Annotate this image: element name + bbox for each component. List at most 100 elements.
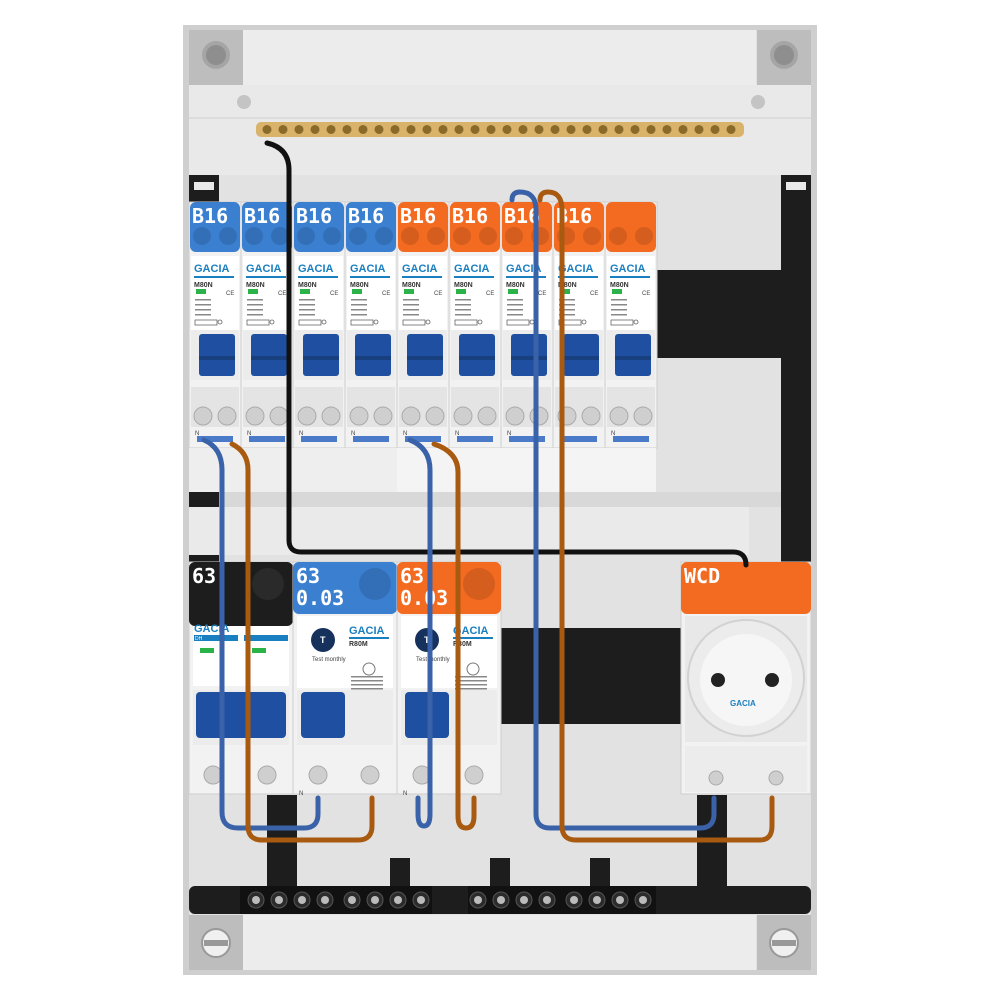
toggle-handle[interactable] [355, 334, 391, 376]
busbar-screw [326, 125, 336, 134]
brand-underline [298, 276, 338, 278]
mcb-rating-label: B16 [348, 204, 384, 228]
spec-line [507, 304, 523, 306]
status-indicator [300, 289, 310, 294]
terminal-screw [768, 770, 784, 786]
mcb-cap [346, 202, 396, 252]
socket-inner [700, 634, 792, 726]
cap-screw-recess [583, 227, 601, 245]
cap-screw-recess [359, 568, 391, 600]
spec-line [299, 304, 315, 306]
brand-underline [506, 276, 546, 278]
spec-line [247, 304, 263, 306]
neutral-bar-screw-head [520, 896, 528, 904]
ce-mark: CE [538, 291, 546, 297]
test-button[interactable] [415, 628, 439, 652]
spec-symbol [269, 319, 275, 325]
busbar-screw [342, 125, 352, 134]
spec-line [403, 304, 419, 306]
spec-line [611, 309, 627, 311]
mcb-model: M80N [454, 282, 473, 289]
comb-tab [509, 436, 545, 442]
toggle-handle[interactable] [407, 334, 443, 376]
spec-line [507, 314, 523, 316]
mcb-rating-label: B16 [296, 204, 332, 228]
mcb-brand: GACIA [350, 263, 386, 275]
ce-mark: CE [434, 291, 442, 297]
mcb-brand: GACIA [194, 263, 230, 275]
spec-line [455, 304, 471, 306]
toggle-handle[interactable] [563, 334, 599, 376]
spec-line [403, 314, 419, 316]
mcb-brand: GACIA [298, 263, 334, 275]
screw-top-right [770, 41, 798, 69]
toggle-handle[interactable] [615, 334, 651, 376]
toggle-handle[interactable] [459, 334, 495, 376]
rcd-rating: 63 [400, 564, 424, 588]
busbar-screw [646, 125, 656, 134]
spec-line [559, 314, 575, 316]
toggle-handle[interactable] [199, 334, 235, 376]
spec-box [454, 319, 478, 326]
wire-phase-rcd2 [431, 441, 477, 831]
neutral-bar-screw-head [616, 896, 624, 904]
terminal-screw [203, 765, 223, 785]
toggle-handle[interactable] [301, 692, 345, 738]
ce-mark: CE [590, 291, 598, 297]
terminal-letter: N [299, 431, 303, 437]
brand-underline [194, 276, 234, 278]
test-button-glyph: T [320, 635, 326, 645]
ce-mark: CE [382, 291, 390, 297]
terminal-screw [257, 765, 277, 785]
spec-line [195, 299, 211, 301]
toggle-handle[interactable] [405, 692, 449, 738]
brand-underline [558, 276, 598, 278]
toggle-handle[interactable] [251, 334, 287, 376]
cap-screw-recess [219, 227, 237, 245]
cover-plates [189, 448, 781, 555]
busbar-screw [310, 125, 320, 134]
mcb-model: M80N [402, 282, 421, 289]
spec-symbol [425, 319, 431, 325]
spec-line [351, 676, 383, 678]
rcd-sensitivity: 0.03 [400, 586, 448, 610]
handle-groove [615, 356, 651, 360]
spec-line [455, 680, 487, 682]
terminal-screw [360, 765, 380, 785]
brand-underline [453, 637, 493, 639]
toggle-handle[interactable] [511, 334, 547, 376]
comb-tab [197, 436, 233, 442]
toggle-handle[interactable] [196, 692, 286, 738]
cap-screw-recess [505, 227, 523, 245]
handle-groove [563, 356, 599, 360]
busbar-screw [406, 125, 416, 134]
mcb-brand: GACIA [610, 263, 646, 275]
spec-symbol [373, 319, 379, 325]
main-switch-model-bar-2 [244, 635, 288, 641]
terminal-screw [633, 406, 653, 426]
main-switch-model-bar [194, 635, 238, 641]
mcb-brand: GACIA [454, 263, 490, 275]
spec-line [351, 304, 367, 306]
brand-underline [402, 276, 442, 278]
spec-line [455, 684, 487, 686]
busbar-screw [566, 125, 576, 134]
neutral-bar-screw-head [252, 896, 260, 904]
status-indicator [508, 289, 518, 294]
test-button[interactable] [311, 628, 335, 652]
toggle-handle[interactable] [303, 334, 339, 376]
